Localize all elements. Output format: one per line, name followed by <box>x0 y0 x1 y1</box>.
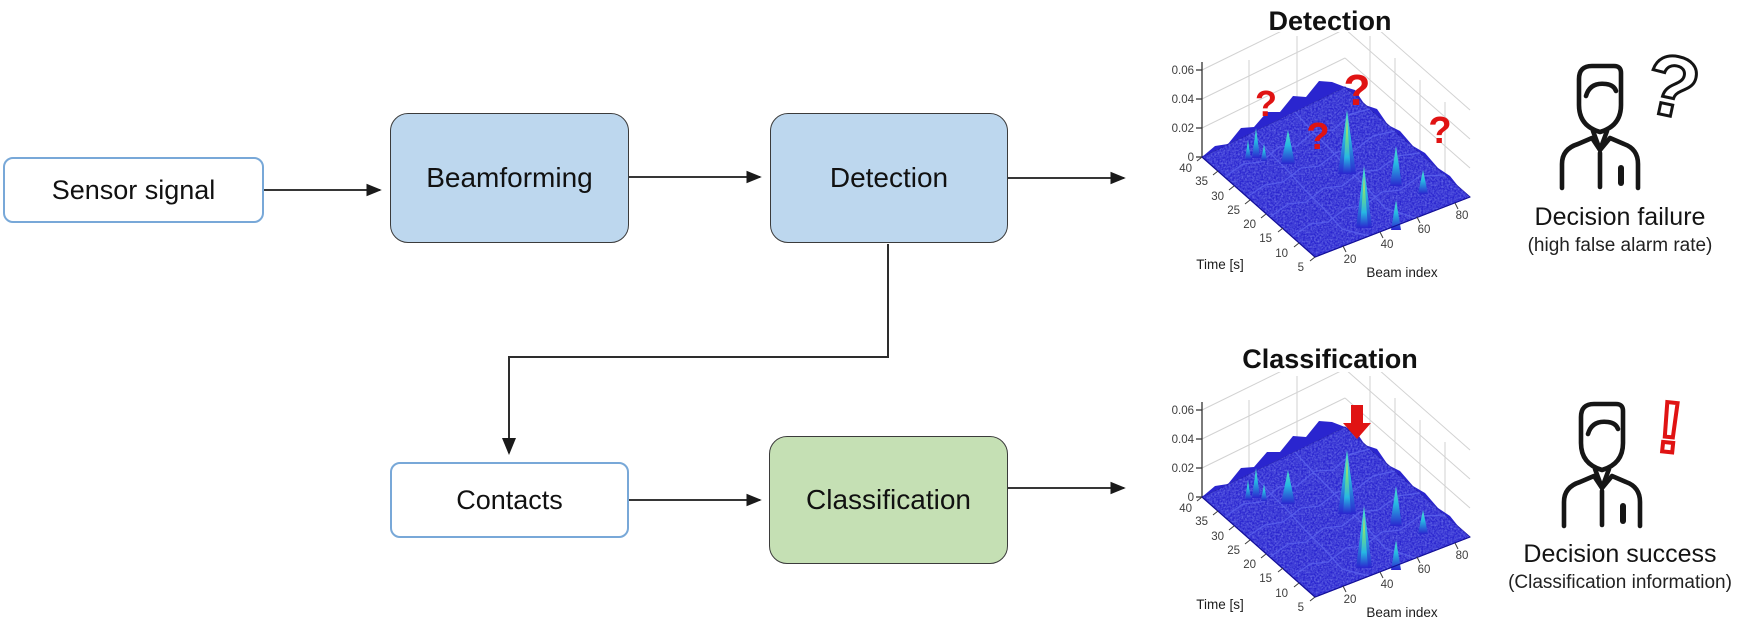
time-axis-label: Time [s] <box>1196 257 1244 272</box>
z-tick-labels: 0.06 0.04 0.02 0 <box>1172 405 1195 504</box>
failure-subtitle: (high false alarm rate) <box>1527 235 1713 256</box>
beam-axis-label: Beam index <box>1366 265 1438 280</box>
node-detection: Detection <box>770 113 1008 243</box>
question-mark-icon: ? <box>1344 66 1371 115</box>
beam-tick: 40 <box>1381 239 1394 251</box>
beam-tick-labels: 20 40 60 80 <box>1344 210 1469 266</box>
time-axis-label: Time [s] <box>1196 597 1244 612</box>
question-mark-icon: ? <box>1428 110 1451 152</box>
failure-title: Decision failure <box>1534 203 1706 231</box>
z-tick: 0.04 <box>1172 94 1195 106</box>
success-subtitle: (Classification information) <box>1508 572 1732 593</box>
z-tick-labels: 0.06 0.04 0.02 0 <box>1172 65 1195 164</box>
success-caption: Decision success (Classification informa… <box>1455 540 1753 594</box>
time-tick: 5 <box>1298 602 1304 614</box>
classification-plot-title: Classification <box>1242 344 1418 374</box>
detection-surface-plot: 0.06 0.04 0.02 0 40 35 30 25 20 15 10 5 … <box>1172 32 1480 280</box>
z-tick: 0.04 <box>1172 434 1195 446</box>
node-beamforming: Beamforming <box>390 113 629 243</box>
time-tick: 30 <box>1211 191 1224 203</box>
z-tick: 0 <box>1188 492 1194 504</box>
question-mark-icon: ? <box>1306 116 1329 158</box>
beam-tick: 60 <box>1418 564 1431 576</box>
beam-tick: 20 <box>1344 594 1357 606</box>
time-tick: 10 <box>1275 588 1288 600</box>
time-tick: 15 <box>1259 233 1272 245</box>
node-contacts: Contacts <box>390 462 629 538</box>
time-tick: 40 <box>1179 503 1192 515</box>
time-tick: 35 <box>1195 516 1208 528</box>
time-tick: 25 <box>1227 205 1240 217</box>
beam-tick: 20 <box>1344 254 1357 266</box>
beam-tick: 60 <box>1418 224 1431 236</box>
beam-tick-labels: 20 40 60 80 <box>1344 550 1469 606</box>
z-tick: 0 <box>1188 152 1194 164</box>
successful-person-icon: ! <box>1550 385 1688 536</box>
node-classification-label: Classification <box>806 484 971 515</box>
time-tick-labels: 40 35 30 25 20 15 10 5 <box>1179 503 1304 614</box>
node-sensor-signal: Sensor signal <box>3 157 264 223</box>
time-tick: 25 <box>1227 545 1240 557</box>
detection-plot-title: Detection <box>1268 6 1392 36</box>
confused-person-icon: ? <box>1548 33 1709 198</box>
z-tick: 0.02 <box>1172 123 1194 135</box>
classification-surface-plot: 0.06 0.04 0.02 0 40 35 30 25 20 15 10 5 … <box>1172 372 1480 620</box>
success-title: Decision success <box>1523 540 1717 568</box>
person-icon <box>1562 66 1638 188</box>
beam-tick: 40 <box>1381 579 1394 591</box>
node-sensor-signal-label: Sensor signal <box>51 174 216 205</box>
time-tick: 10 <box>1275 248 1288 260</box>
question-mark-icon: ? <box>1255 83 1277 124</box>
exclamation-mark-outline-icon: ! <box>1654 387 1686 469</box>
time-tick: 5 <box>1298 262 1304 274</box>
time-tick: 30 <box>1211 531 1224 543</box>
node-detection-label: Detection <box>829 162 949 193</box>
time-tick-labels: 40 35 30 25 20 15 10 5 <box>1179 163 1304 274</box>
time-tick: 20 <box>1243 559 1256 571</box>
z-tick: 0.02 <box>1172 463 1194 475</box>
person-icon <box>1564 404 1640 526</box>
false-alarm-question-marks: ? ? ? ? <box>1255 66 1452 158</box>
time-tick: 35 <box>1195 176 1208 188</box>
beam-tick: 80 <box>1456 550 1469 562</box>
surface-plot-graphic <box>1195 372 1480 607</box>
node-contacts-label: Contacts <box>456 484 563 515</box>
failure-caption: Decision failure (high false alarm rate) <box>1455 203 1753 257</box>
time-tick: 15 <box>1259 573 1272 585</box>
z-tick: 0.06 <box>1172 405 1194 417</box>
time-tick: 20 <box>1243 219 1256 231</box>
node-classification: Classification <box>769 436 1008 564</box>
z-tick: 0.06 <box>1172 65 1194 77</box>
time-tick: 40 <box>1179 163 1192 175</box>
beam-tick: 80 <box>1456 210 1469 222</box>
connector-detection-to-contacts <box>502 244 889 455</box>
node-beamforming-label: Beamforming <box>426 162 593 193</box>
red-down-arrow-icon <box>1343 405 1371 439</box>
beam-axis-label: Beam index <box>1366 605 1438 620</box>
